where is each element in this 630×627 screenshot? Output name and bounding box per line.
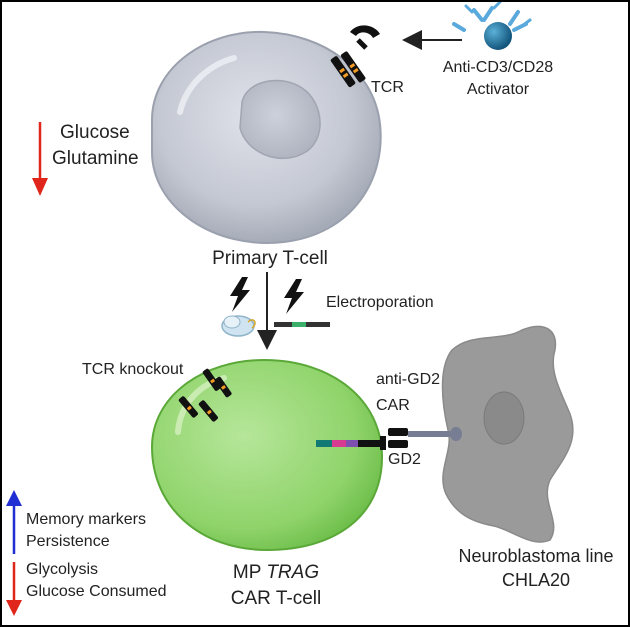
glucose-consumed-label: Glucose Consumed	[26, 583, 167, 600]
chla20-label: CHLA20	[502, 570, 570, 590]
cas9-protein-icon	[221, 315, 256, 337]
car-tcell	[150, 358, 384, 552]
primary-tcell	[151, 30, 382, 244]
glycolysis-down-arrow	[6, 562, 22, 616]
memory-markers-label: Memory markers	[26, 511, 146, 528]
car-tcell-label-line2: CAR T-cell	[231, 588, 321, 609]
tcr-knockout-fragments-icon	[178, 368, 232, 422]
activator-icon	[452, 2, 532, 50]
memory-up-arrow	[6, 490, 22, 554]
dna-template-icon	[274, 322, 330, 327]
car-tcell-label-line1: MP TRAG	[233, 562, 319, 583]
activator-label-line1: Anti-CD3/CD28	[443, 59, 553, 76]
gd2-label: GD2	[388, 451, 421, 468]
neuroblastoma-label: Neuroblastoma line	[458, 546, 613, 566]
activator-label-line2: Activator	[467, 81, 530, 98]
primary-nucleus	[239, 79, 321, 159]
electroporation-label: Electroporation	[326, 294, 434, 311]
tcr-receptor-icon	[330, 25, 380, 88]
persistence-label: Persistence	[26, 533, 110, 550]
glucose-label: Glucose	[60, 122, 130, 143]
metabolism-down-arrow	[32, 122, 48, 196]
mp-text: MP	[233, 562, 266, 583]
primary-tcell-label: Primary T-cell	[212, 248, 328, 269]
neuroblastoma-cell	[441, 325, 574, 543]
tcr-knockout-label: TCR knockout	[82, 361, 184, 378]
glutamine-label: Glutamine	[52, 148, 139, 169]
car-label: CAR	[376, 397, 410, 414]
glycolysis-label: Glycolysis	[26, 561, 98, 578]
gd2-antigen-icon	[408, 427, 462, 441]
anti-gd2-label: anti-GD2	[376, 371, 440, 388]
car-construct-icon	[316, 428, 408, 450]
trag-text: TRAG	[266, 562, 319, 583]
tcr-label: TCR	[371, 79, 404, 96]
lightning-bolt-icon	[230, 277, 304, 314]
